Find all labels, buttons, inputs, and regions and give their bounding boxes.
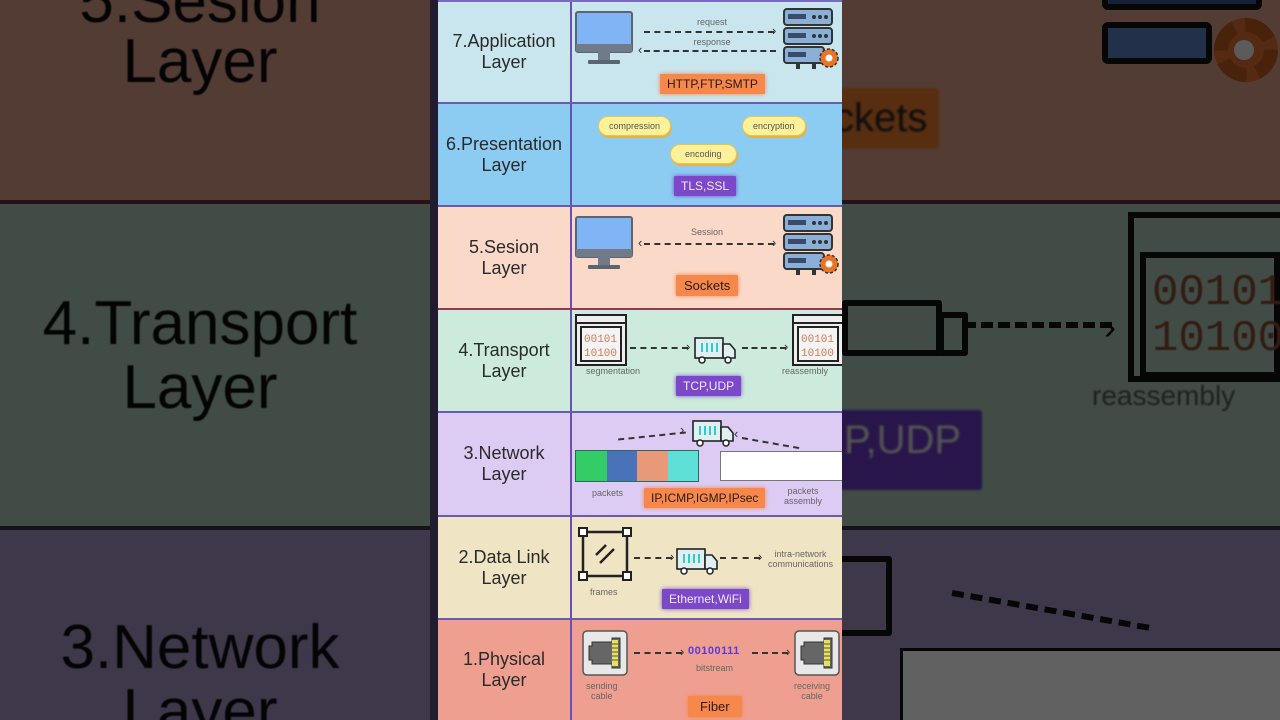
packets-bar [575,450,699,482]
segmentation-caption: segmentation [586,366,641,376]
server-gear-icon [783,8,839,69]
packets-assembly-box [720,451,842,481]
request-arrow [644,31,774,33]
response-arrow [644,50,776,52]
bitstream-value: 00100111 [688,645,740,657]
layer-content: 00101 10100 segmentation › › [572,310,842,411]
layer-content: frames › › intra-network communications … [572,517,842,618]
frames-caption: frames [590,587,618,597]
protocol-chip: Ethernet,WiFi [662,589,749,609]
session-label: Session [690,227,724,237]
protocol-chip: HTTP,FTP,SMTP [660,74,765,94]
protocol-chip: Fiber [688,696,742,717]
packets-caption: packets [592,488,624,498]
tag-encryption: encryption [742,116,806,136]
intra-network-caption: intra-network communications [768,549,834,569]
svg-text:00101: 00101 [584,334,617,346]
protocol-chip: Sockets [676,275,739,296]
layer-content: request › response ‹ [572,2,842,102]
svg-text:10100: 10100 [801,348,834,360]
packet [576,451,607,481]
tag-encoding: encoding [670,144,737,164]
svg-text:00101: 00101 [801,334,834,346]
layer-content: sending cable › 00100111 bitstream › rec… [572,620,842,720]
packets-assembly-caption: packets assembly [784,486,823,506]
arrow [634,557,672,559]
arrow [741,437,800,450]
blurred-background-left: 5.Sesion Layer 4.Transport Layer 3.Netwo… [0,0,438,720]
protocol-chip: IP,ICMP,IGMP,IPsec [644,488,766,508]
response-label: response [693,37,731,47]
request-label: request [696,17,728,27]
layer-content: Session ‹ › Sockets [572,207,842,308]
monitor-icon [575,216,633,269]
arrow [720,557,760,559]
tag-compression: compression [598,116,672,136]
arrow [742,347,786,349]
protocol-chip: TLS,SSL [674,176,737,196]
receiving-cable-caption: receiving cable [794,681,831,701]
session-arrow [644,243,774,245]
reassembly-caption: reassembly [782,366,829,376]
packet [667,451,698,481]
layer-content: compression encryption encoding TLS,SSL [572,104,842,205]
truck-icon [694,337,736,364]
truck-icon [692,420,734,447]
server-gear-icon [783,214,839,275]
packet [606,451,637,481]
svg-text:10100: 10100 [584,348,617,360]
arrow [634,652,682,654]
arrow [618,431,686,441]
monitor-icon [575,11,633,64]
packet [637,451,668,481]
truck-icon [676,548,718,575]
frame-icon [578,527,632,581]
arrow [752,652,788,654]
ethernet-port-icon [582,630,628,676]
binary-window-icon: 00101 10100 [792,314,842,366]
bitstream-caption: bitstream [696,663,734,673]
sending-cable-caption: sending cable [586,681,618,701]
binary-window-icon: 00101 10100 [575,314,627,366]
arrow [630,347,688,349]
layer-content: › ‹ packets packets [572,413,842,515]
blurred-background-right: ckets › 00101 10100 reassembly P,UDP [842,0,1280,720]
ethernet-port-icon [794,630,840,676]
protocol-chip: TCP,UDP [676,376,742,396]
